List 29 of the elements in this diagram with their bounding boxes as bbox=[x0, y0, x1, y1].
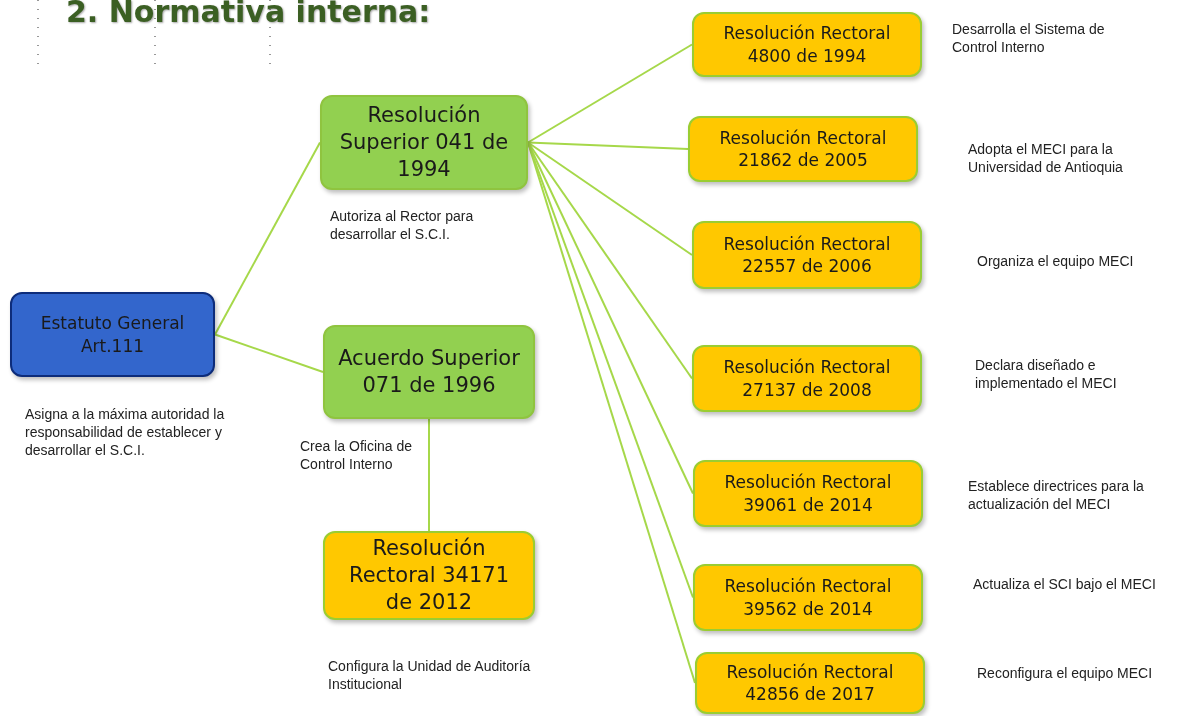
description-text: Actualiza el SCI bajo el MECI bbox=[973, 575, 1157, 594]
connector-line bbox=[214, 333, 324, 373]
description-text: Autoriza al Rector para desarrollar el S.C.I. bbox=[330, 207, 475, 244]
description-text: Organiza el equipo MECI bbox=[977, 252, 1135, 271]
title: 2. Normativa interna: bbox=[66, 0, 431, 29]
description-text: Declara diseñado e implementado el MECI bbox=[975, 356, 1118, 393]
document-box: Resolución Rectoral 21862 de 2005 bbox=[688, 116, 918, 182]
document-box: Acuerdo Superior 071 de 1996 bbox=[323, 325, 535, 419]
document-box: Resolución Rectoral 42856 de 2017 bbox=[695, 652, 925, 714]
description-text: Establece directrices para la actualización del MECI bbox=[968, 477, 1145, 514]
document-box: Resolución Rectoral 34171 de 2012 bbox=[323, 531, 535, 620]
description-text: Configura la Unidad de Auditoría Institucional bbox=[328, 657, 532, 694]
connector-line bbox=[527, 141, 689, 150]
description-text: Asigna a la máxima autoridad la responsabilidad de establecer y desarrollar el S.C.I. bbox=[25, 405, 226, 460]
connector-line bbox=[214, 141, 321, 336]
document-box: Resolución Rectoral 27137 de 2008 bbox=[692, 345, 922, 412]
document-box: Resolución Rectoral 4800 de 1994 bbox=[692, 12, 922, 77]
connector-line bbox=[428, 418, 430, 532]
description-text: Crea la Oficina de Control Interno bbox=[300, 437, 414, 474]
document-box: Resolución Rectoral 39562 de 2014 bbox=[693, 564, 923, 631]
description-text: Desarrolla el Sistema de Control Interno bbox=[952, 20, 1106, 57]
document-box: Estatuto General Art.111 bbox=[10, 292, 215, 377]
document-box: Resolución Rectoral 22557 de 2006 bbox=[692, 221, 922, 289]
description-text: Reconfigura el equipo MECI bbox=[977, 664, 1154, 683]
connector-line bbox=[527, 43, 693, 144]
connector-line bbox=[527, 141, 693, 256]
description-text: Adopta el MECI para la Universidad de Antioquia bbox=[968, 140, 1124, 177]
document-box: Resolución Superior 041 de 1994 bbox=[320, 95, 528, 190]
document-box: Resolución Rectoral 39061 de 2014 bbox=[693, 460, 923, 527]
